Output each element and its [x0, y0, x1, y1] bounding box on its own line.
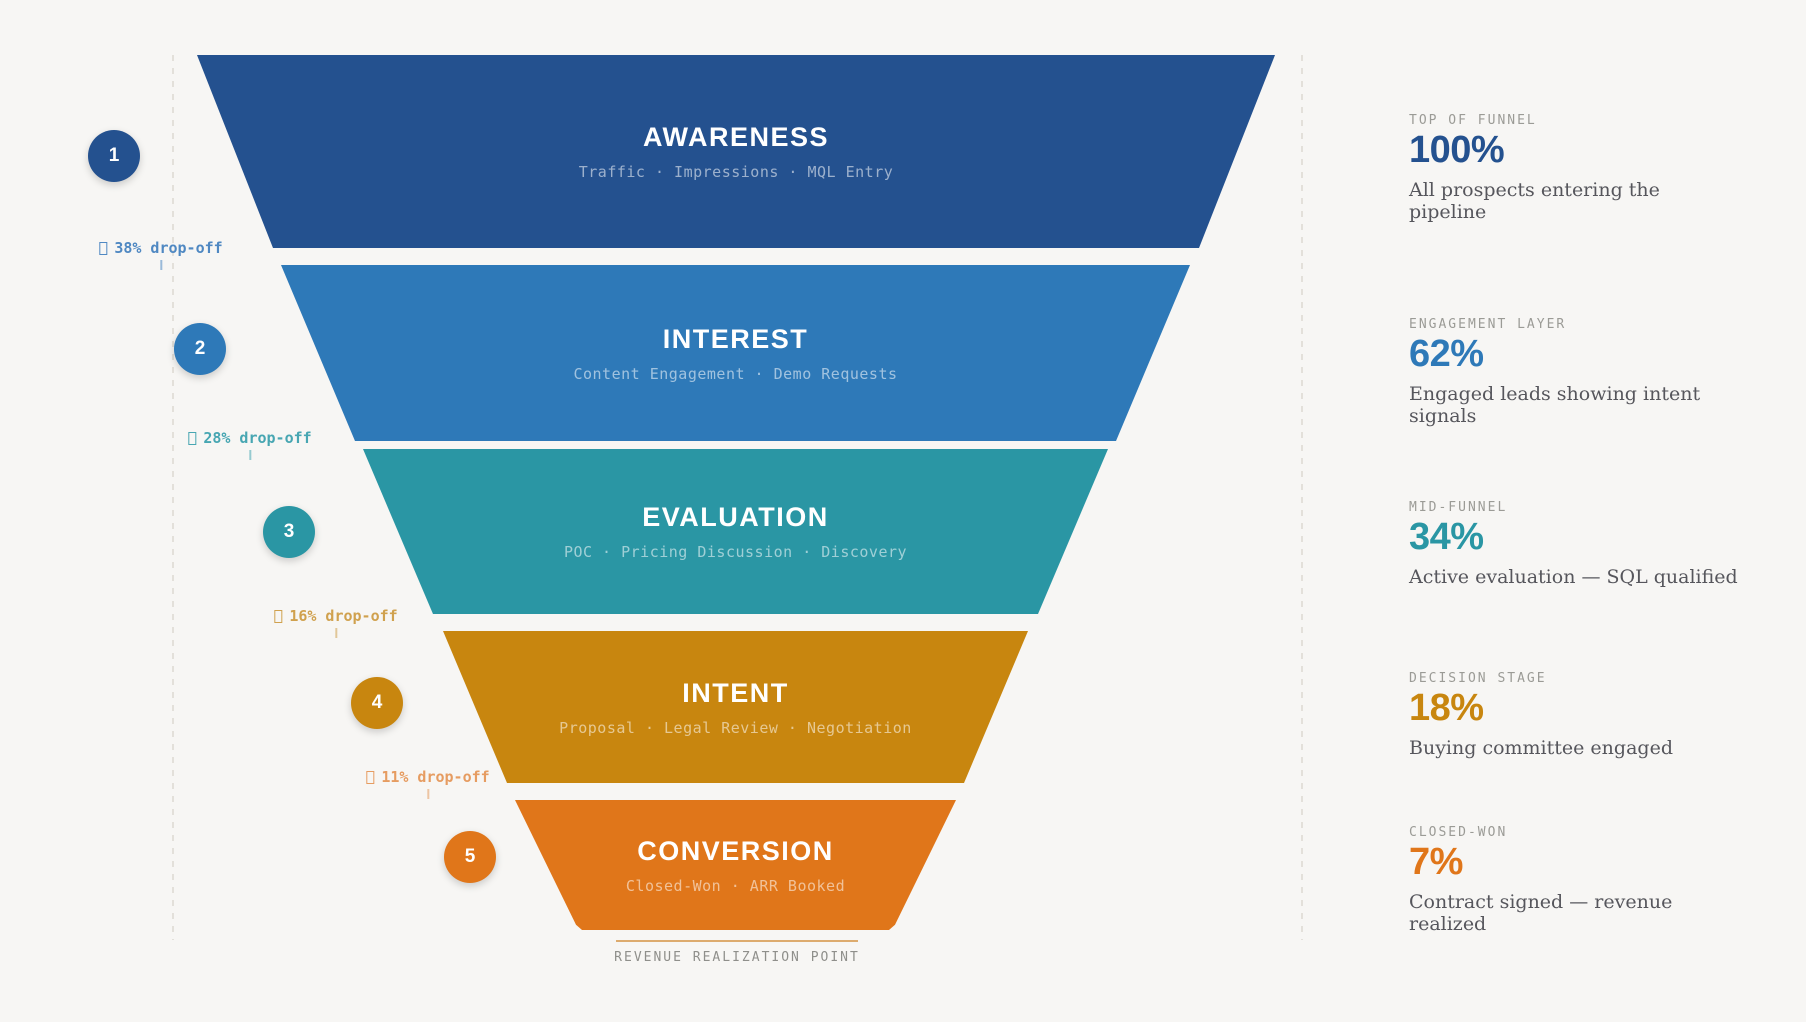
stat-description: All prospects entering the pipeline	[1409, 178, 1660, 223]
stage-title: AWARENESS	[642, 122, 830, 152]
stat-value: 7%	[1409, 841, 1463, 883]
stage-title: CONVERSION	[637, 835, 834, 866]
dropoff-glyph-icon	[274, 609, 283, 623]
stat-block-closed-won: CLOSED-WON 7% Contract signed — revenue …	[1409, 825, 1739, 935]
stage-subtitle: Content Engagement · Demo Requests	[573, 364, 898, 383]
stage-subtitle: POC · Pricing Discussion · Discovery	[563, 543, 908, 561]
revenue-realization-line	[616, 940, 858, 942]
dropoff-text: 28% drop-off	[203, 429, 312, 447]
dropoff-label-1: 38% drop-off	[99, 239, 223, 270]
stat-value: 34%	[1409, 516, 1484, 558]
stat-label: MID-FUNNEL	[1409, 500, 1508, 515]
stat-description: Engaged leads showing intent signals	[1409, 382, 1701, 427]
right-dashed-guide-line	[1301, 55, 1303, 940]
stage-number: 2	[194, 338, 206, 359]
dropoff-label-2: 28% drop-off	[188, 429, 312, 460]
stat-label: CLOSED-WON	[1409, 825, 1508, 840]
stat-label: TOP OF FUNNEL	[1409, 113, 1537, 128]
stat-label: DECISION STAGE	[1409, 671, 1547, 686]
dropoff-text: 38% drop-off	[114, 239, 223, 257]
stage-number-badge-4: 4	[351, 677, 403, 729]
stage-number: 1	[108, 145, 120, 166]
stat-value: 62%	[1409, 333, 1484, 375]
stat-block-decision-stage: DECISION STAGE 18% Buying committee enga…	[1409, 671, 1739, 759]
dropoff-text: 11% drop-off	[381, 768, 490, 786]
stage-number: 5	[464, 846, 476, 867]
stage-title: INTEREST	[662, 323, 809, 354]
dropoff-label-4: 11% drop-off	[366, 768, 490, 799]
stat-block-engagement-layer: ENGAGEMENT LAYER 62% Engaged leads showi…	[1409, 317, 1739, 427]
dropoff-glyph-icon	[366, 770, 375, 784]
dropoff-label-3: 16% drop-off	[274, 607, 398, 638]
stage-number-badge-5: 5	[444, 831, 496, 883]
stage-title: INTENT	[682, 677, 789, 708]
stage-title: EVALUATION	[642, 502, 829, 532]
stat-block-mid-funnel: MID-FUNNEL 34% Active evaluation — SQL q…	[1409, 500, 1739, 588]
funnel-stage-intent: INTENT Proposal · Legal Review · Negotia…	[443, 631, 1028, 783]
stat-value: 100%	[1409, 129, 1505, 171]
stage-number-badge-1: 1	[88, 130, 140, 182]
stat-value: 18%	[1409, 687, 1484, 729]
funnel-stage-evaluation: EVALUATION POC · Pricing Discussion · Di…	[363, 449, 1108, 614]
stage-subtitle: Proposal · Legal Review · Negotiation	[559, 718, 912, 737]
stat-block-top-of-funnel: TOP OF FUNNEL 100% All prospects enterin…	[1409, 113, 1739, 223]
stat-description: Active evaluation — SQL qualified	[1409, 565, 1738, 588]
funnel-stage-awareness: AWARENESS Traffic · Impressions · MQL En…	[197, 55, 1275, 248]
stage-number-badge-2: 2	[174, 323, 226, 375]
stage-subtitle: Traffic · Impressions · MQL Entry	[578, 163, 894, 181]
stat-description: Contract signed — revenue realized	[1409, 890, 1673, 935]
dropoff-tick	[427, 789, 429, 799]
stage-subtitle: Closed-Won · ARR Booked	[625, 876, 846, 895]
dropoff-tick	[335, 628, 337, 638]
dropoff-text: 16% drop-off	[289, 607, 398, 625]
funnel-stage-conversion: CONVERSION Closed-Won · ARR Booked	[515, 800, 956, 930]
left-dashed-guide-line	[172, 55, 174, 940]
stage-number-badge-3: 3	[263, 506, 315, 558]
stat-description: Buying committee engaged	[1409, 736, 1673, 759]
stage-number: 4	[371, 692, 383, 713]
stage-number: 3	[283, 521, 295, 542]
dropoff-tick	[160, 260, 162, 270]
dropoff-glyph-icon	[188, 431, 197, 445]
dropoff-tick	[249, 450, 251, 460]
revenue-realization-label: REVENUE REALIZATION POINT	[614, 950, 860, 965]
funnel-stage-interest: INTEREST Content Engagement · Demo Reque…	[281, 265, 1190, 441]
dropoff-glyph-icon	[99, 241, 108, 255]
stat-label: ENGAGEMENT LAYER	[1409, 317, 1567, 332]
